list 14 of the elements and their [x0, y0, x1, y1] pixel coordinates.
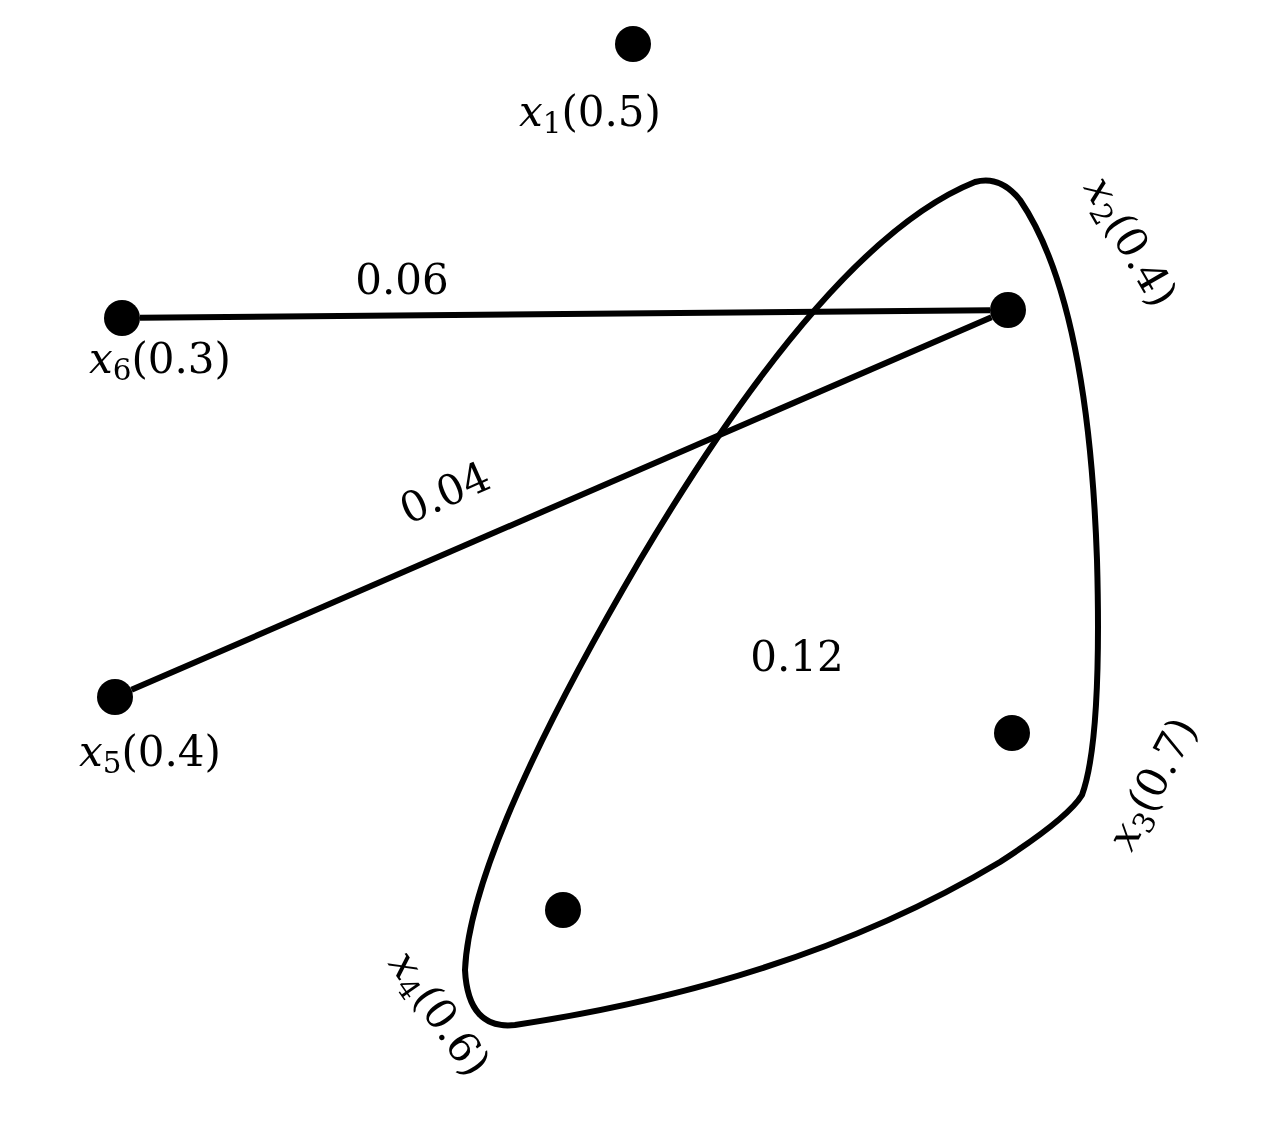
vertex-dot — [994, 715, 1030, 751]
hyperedge-line — [139, 307, 991, 321]
vertex-dot — [545, 892, 581, 928]
vertex-dot — [990, 292, 1026, 328]
vertex-dot — [615, 26, 651, 62]
hyperedge-line — [130, 314, 993, 693]
vertex-label: x$_{6}$(0.3) — [89, 338, 231, 386]
vertex-dot — [97, 679, 133, 715]
vertex-label: x$_{5}$(0.4) — [79, 731, 221, 779]
vertex-label: x$_{1}$(0.5) — [519, 91, 661, 139]
weight-label: 0.12 — [750, 636, 844, 678]
edge-label: 0.04 — [393, 454, 497, 532]
vertex-dot — [104, 300, 140, 336]
edge-label: 0.06 — [355, 259, 449, 301]
